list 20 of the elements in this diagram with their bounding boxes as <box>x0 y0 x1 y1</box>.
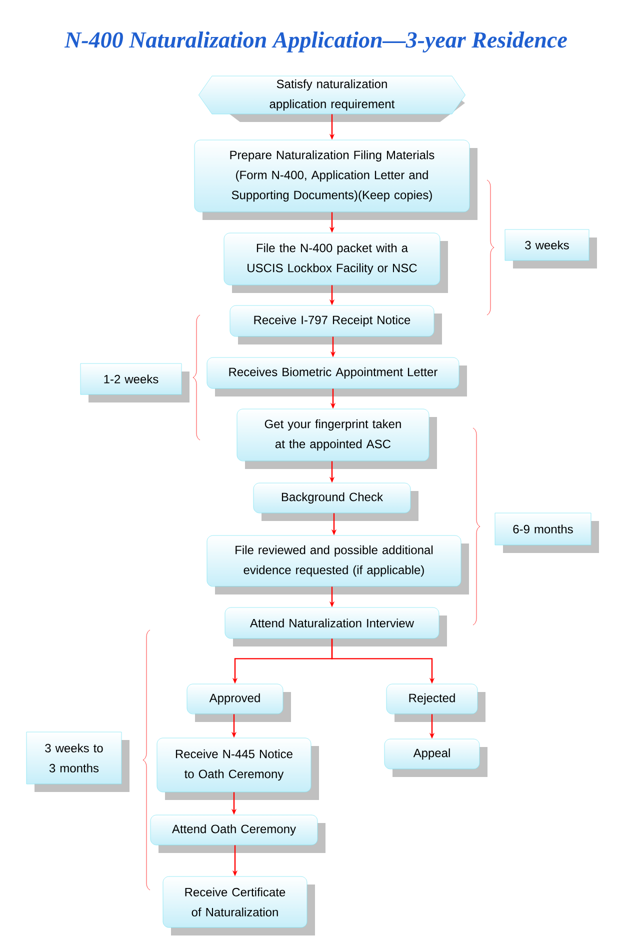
title: N-400 Naturalization Application—3-year Residence <box>64 32 567 52</box>
process-box: Appeal <box>384 738 488 777</box>
duration-box: 3 weeks to 3 months <box>26 732 130 792</box>
process-box: Receive Certificate of Naturalization <box>162 876 315 936</box>
process-box: Approved <box>186 684 291 722</box>
process-box: Attend Oath Ceremony <box>150 814 326 853</box>
process-box: Receive N-445 Notice to Oath Ceremony <box>156 738 319 800</box>
start-hexagon: Satisfy naturalization application requirement <box>198 76 466 122</box>
duration-box: 1-2 weeks <box>80 363 190 402</box>
process-box: Receives Biometric Appointment Letter <box>206 357 467 396</box>
process-box: File reviewed and possible additional evidence requested (if applicable) <box>206 535 469 594</box>
process-box: File the N-400 packet with a USCIS Lockbox Facility or NSC <box>224 232 448 293</box>
duration-box: 6-9 months <box>494 512 599 553</box>
process-box: Attend Naturalization Interview <box>224 607 447 646</box>
process-box: Receive I-797 Receipt Notice <box>230 305 442 344</box>
process-box: Prepare Naturalization Filing Materials (Form N-400, Application Letter and Supporting Documents)(Keep copies) <box>194 140 478 220</box>
process-box: Get your fingerprint taken at the appointed ASC <box>236 408 437 469</box>
duration-box: 3 weeks <box>504 229 597 268</box>
process-box: Background Check <box>253 482 418 521</box>
process-box: Rejected <box>386 684 486 722</box>
